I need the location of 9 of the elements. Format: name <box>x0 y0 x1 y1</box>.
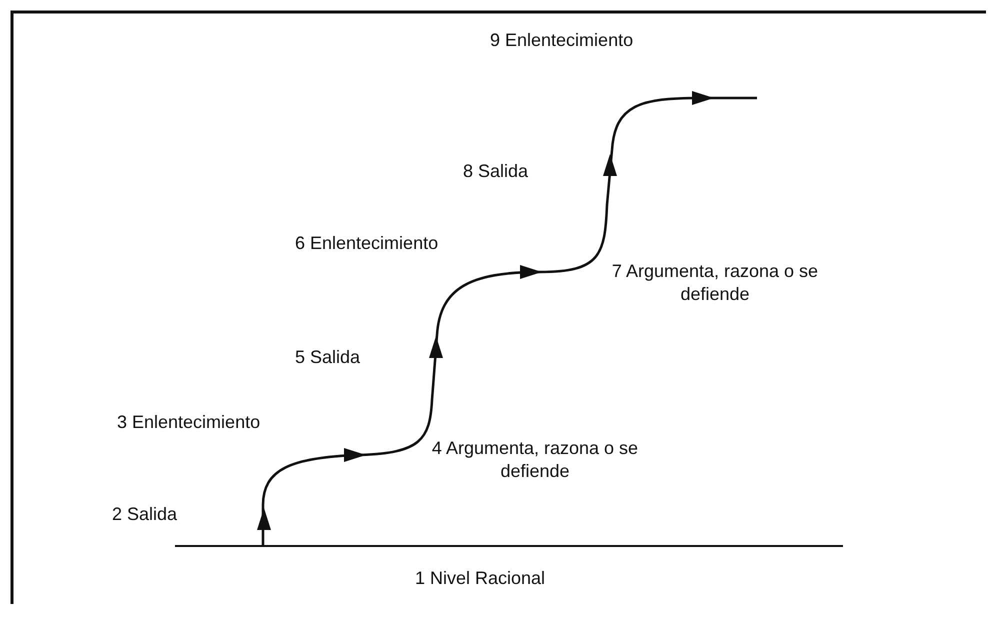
stage-label: 1 Nivel Racional <box>415 567 546 590</box>
stage-label: 5 Salida <box>295 346 360 369</box>
stage-label: 2 Salida <box>112 503 178 526</box>
stage-label: 9 Enlentecimiento <box>490 29 634 52</box>
stage-label: 8 Salida <box>463 160 528 183</box>
stage-label: 4 Argumenta, razona o se defiende <box>430 437 640 483</box>
stage-label: 3 Enlentecimiento <box>117 411 260 434</box>
stage-label: 7 Argumenta, razona o se defiende <box>610 260 820 306</box>
stage-label: 6 Enlentecimiento <box>295 232 438 255</box>
